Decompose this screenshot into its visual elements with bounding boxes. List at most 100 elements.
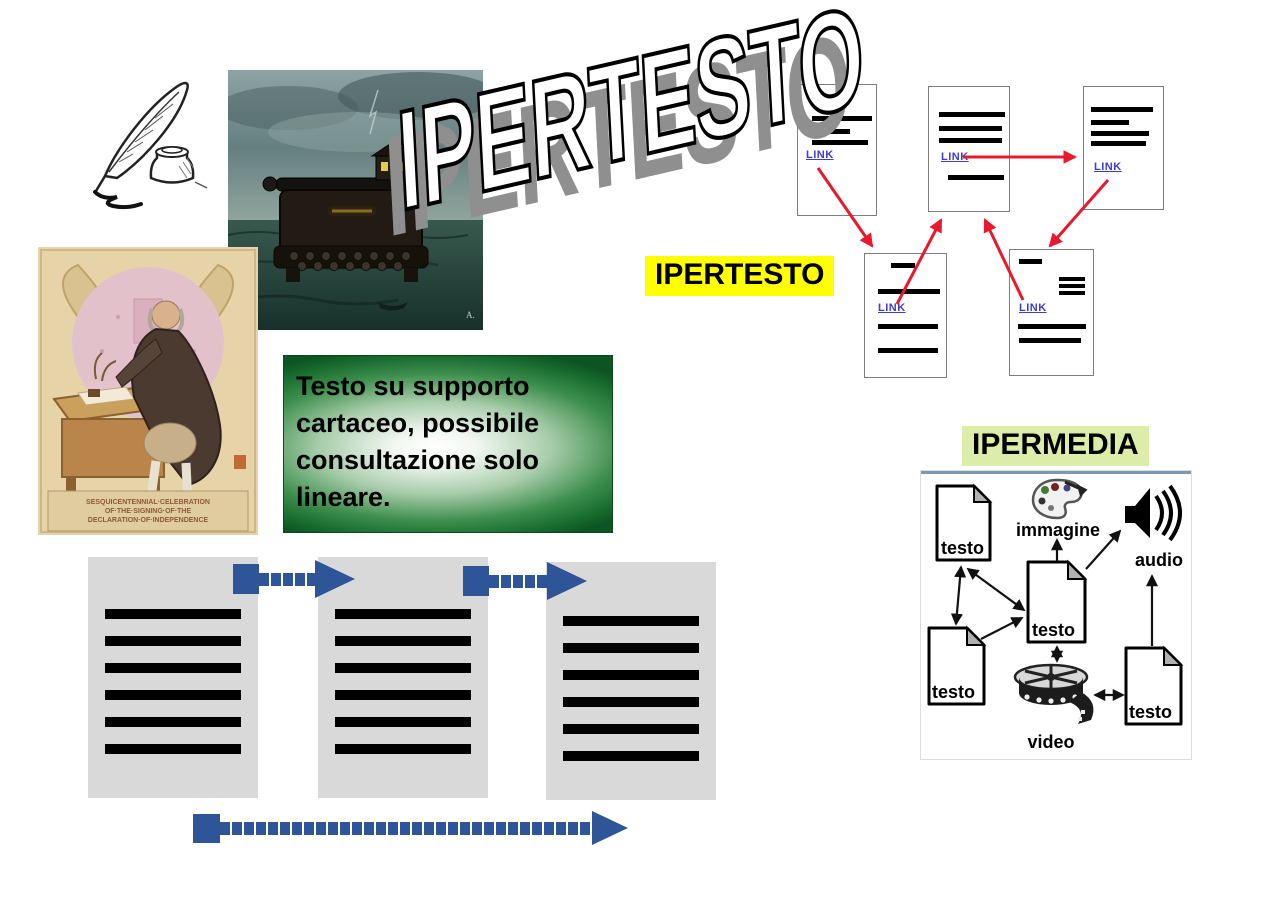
arrow-tail-block (463, 566, 489, 596)
note-line: lineare. (296, 482, 391, 512)
linear-page-3 (546, 562, 716, 800)
text-line-bar (105, 663, 241, 673)
text-line-bar (939, 112, 1005, 117)
note-line: consultazione solo (296, 445, 540, 475)
text-line-bar (563, 643, 699, 653)
doc-node-testo-bottomright: testo (1124, 645, 1184, 726)
node-label: testo (932, 682, 975, 702)
link-anchor: LINK (941, 151, 969, 163)
linear-arrow-page2-page3 (463, 562, 587, 600)
link-anchor: LINK (1094, 161, 1122, 173)
doc-node-testo-center: testo (1026, 559, 1088, 644)
text-line-bar (891, 263, 915, 268)
linear-timeline-arrow (193, 811, 628, 845)
ink-scrawl (93, 190, 143, 210)
text-line-bar (948, 175, 1004, 180)
caption-line-1: SESQUICENTENNIAL·CELEBRATION (86, 499, 210, 506)
node-label: testo (941, 538, 984, 558)
paper-text-note: Testo su supporto cartaceo, possibile co… (283, 355, 613, 533)
house-icon (370, 113, 416, 181)
text-line-bar (105, 717, 241, 727)
hypertext-doc-4: LINK (864, 253, 947, 378)
text-line-bar (105, 609, 241, 619)
text-line-bar (878, 289, 940, 294)
hypertext-doc-2: LINK (928, 86, 1010, 212)
typewriter-icon (262, 113, 441, 282)
node-label: testo (1032, 620, 1075, 640)
palette-icon (1031, 478, 1088, 520)
hypertext-doc-3: LINK (1083, 86, 1164, 210)
node-label-immagine: immagine (1016, 520, 1100, 540)
text-line-bar (1018, 324, 1086, 329)
link-anchor: LINK (878, 302, 906, 314)
arrow-testo-center (966, 567, 1026, 612)
quill-and-inkwell-image (75, 70, 215, 210)
arrow-testo-testo (950, 565, 967, 626)
doc-node-testo-topleft: testo (935, 483, 993, 562)
arrow-tail-block (193, 813, 220, 843)
text-line-bar (1091, 141, 1146, 146)
linear-arrow-page1-page2 (233, 560, 355, 598)
quill-icon (93, 81, 208, 210)
text-line-bar (563, 724, 699, 734)
note-line: cartaceo, possibile (296, 408, 540, 438)
arrow-shaft (220, 821, 592, 835)
artist-signature: A. (466, 310, 475, 320)
text-line-bar (812, 129, 850, 134)
text-line-bar (878, 324, 938, 329)
franklin-writing-painting: SESQUICENTENNIAL·CELEBRATION OF·THE·SIGN… (38, 247, 258, 535)
arrow-bottomleft-center (980, 617, 1024, 640)
arrow-shaft (489, 574, 547, 588)
text-line-bar (563, 751, 699, 761)
note-line: Testo su supporto (296, 371, 530, 401)
doc-node-testo-bottomleft: testo (927, 625, 987, 706)
inkwell-icon (149, 146, 208, 189)
text-line-bar (939, 126, 1002, 131)
text-line-bar (563, 697, 699, 707)
text-line-bar (335, 690, 471, 700)
text-line-bar (1091, 131, 1149, 136)
hypertext-section-label: IPERTESTO (645, 256, 835, 296)
text-line-bar (335, 636, 471, 646)
text-line-bar (563, 616, 699, 626)
text-line-bar (1019, 338, 1081, 343)
speaker-icon (1125, 484, 1182, 542)
caption-line-2: OF·THE·SIGNING·OF·THE (105, 508, 192, 515)
text-line-bar (1091, 107, 1153, 112)
hypermedia-panel: testo testo testo testo (920, 470, 1192, 760)
text-line-bar (812, 116, 872, 121)
node-label-video: video (1027, 732, 1074, 752)
text-line-bar (1059, 291, 1085, 295)
text-line-bar (812, 140, 868, 145)
caption-line-3: DECLARATION·OF·INDEPENDENCE (88, 517, 209, 524)
node-label: testo (1129, 702, 1172, 722)
arrow-head (315, 560, 355, 598)
text-line-bar (939, 138, 1002, 143)
link-anchor: LINK (1019, 302, 1047, 314)
node-label-audio: audio (1135, 550, 1183, 570)
arrow-tail-block (233, 564, 259, 594)
text-line-bar (105, 744, 241, 754)
text-line-bar (563, 670, 699, 680)
arrow-head (592, 811, 628, 845)
boat-icon (378, 302, 408, 311)
panel-top-rule (921, 471, 1191, 474)
linear-page-2 (318, 557, 488, 798)
arrow-head (547, 562, 587, 600)
arrow-shaft (259, 572, 315, 586)
text-line-bar (335, 663, 471, 673)
text-line-bar (1059, 277, 1085, 281)
linear-page-1 (88, 557, 258, 798)
link-anchor: LINK (806, 149, 834, 161)
text-line-bar (878, 348, 938, 353)
text-line-bar (1059, 284, 1085, 288)
hypermedia-diagram: testo testo testo testo (927, 478, 1184, 752)
artist-mark (234, 455, 246, 469)
text-line-bar (105, 690, 241, 700)
slide-title-3d: IPERTESTO (392, 0, 868, 243)
hypertext-doc-5: LINK (1009, 249, 1094, 376)
arrow-center-audio (1085, 529, 1122, 570)
painting-caption: SESQUICENTENNIAL·CELEBRATION OF·THE·SIGN… (47, 490, 249, 532)
film-reel-icon (1013, 663, 1094, 724)
text-line-bar (335, 609, 471, 619)
